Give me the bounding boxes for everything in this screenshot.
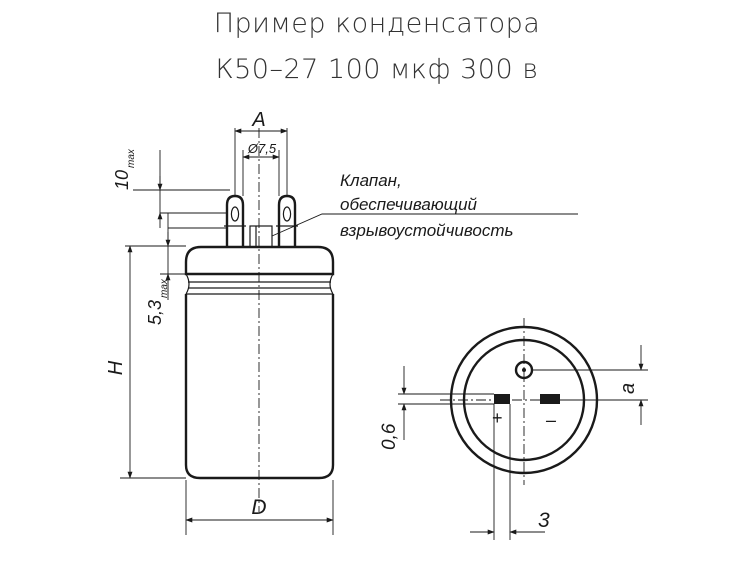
dim-10max-sub: max xyxy=(126,148,137,168)
dim-label-D: D xyxy=(251,496,266,519)
capacitor-groove xyxy=(185,273,334,295)
dim-label-0-6: 0,6 xyxy=(379,423,400,450)
dim-label-H: H xyxy=(105,360,127,375)
dim-label-10max: 10 max xyxy=(112,148,137,190)
capacitor-body xyxy=(184,294,335,480)
capacitor-top-cap xyxy=(184,245,335,276)
valve-annotation-line-3: взрывоустойчивость xyxy=(340,221,513,240)
diagram-title-line-2: К50–27 100 мкф 300 в xyxy=(215,54,539,85)
dim-label-A: A xyxy=(251,109,265,131)
dim-5-3max-value: 5,3 xyxy=(145,300,165,325)
dim-label-5-3max: 5,3 max xyxy=(145,278,170,325)
dim-10max-value: 10 xyxy=(112,170,132,190)
terminal-minus xyxy=(540,394,560,404)
diagram-title-line-1: Пример конденсатора xyxy=(213,8,541,39)
dim-label-diameter: Ø7,5 xyxy=(247,141,277,156)
valve-annotation-line-1: Клапан, xyxy=(340,171,402,190)
dim-5-3max-sub: max xyxy=(159,278,170,298)
terminal-plus xyxy=(494,394,510,404)
polarity-minus: – xyxy=(545,410,557,430)
terminal-right xyxy=(276,194,298,246)
dim-label-a: a xyxy=(617,383,639,394)
safety-valve xyxy=(249,225,273,248)
valve-annotation-line-2: обеспечивающий xyxy=(340,195,478,214)
terminal-left xyxy=(224,194,246,246)
top-view: + – 0,6 a 3 xyxy=(379,318,648,540)
polarity-plus: + xyxy=(492,408,503,428)
dim-label-3: 3 xyxy=(538,509,550,532)
side-view: A Ø7,5 10 max 5,3 max H D xyxy=(105,109,578,535)
